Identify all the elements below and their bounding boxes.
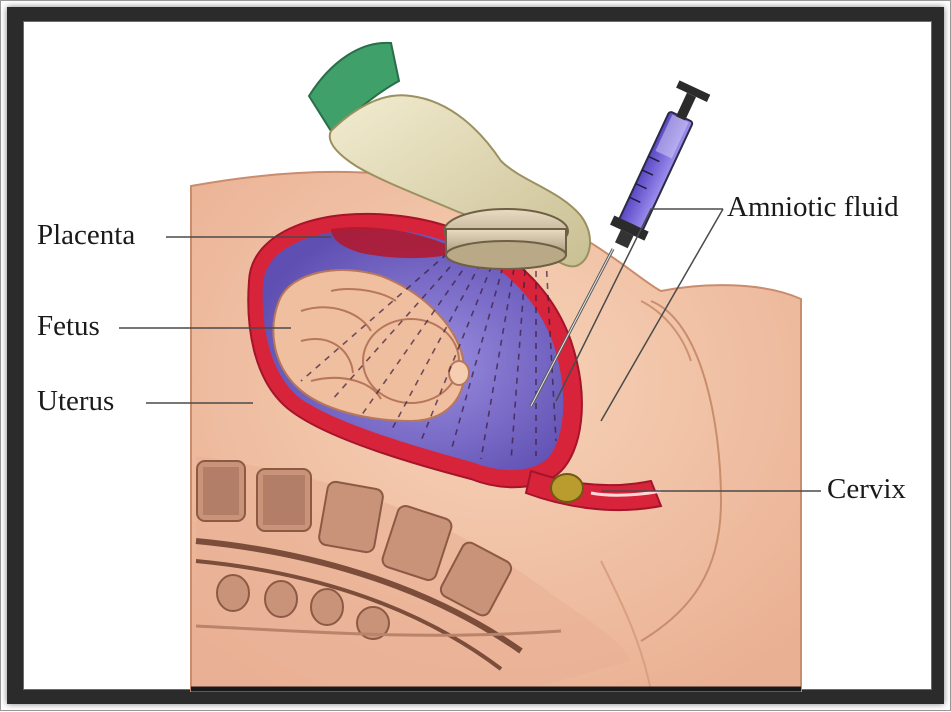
label-placenta: Placenta — [37, 221, 135, 250]
label-amniotic-fluid: Amniotic fluid — [727, 193, 899, 222]
label-uterus: Uterus — [37, 387, 114, 416]
label-cervix: Cervix — [827, 475, 906, 504]
label-fetus: Fetus — [37, 312, 100, 341]
ultrasound-probe-icon — [444, 209, 568, 269]
